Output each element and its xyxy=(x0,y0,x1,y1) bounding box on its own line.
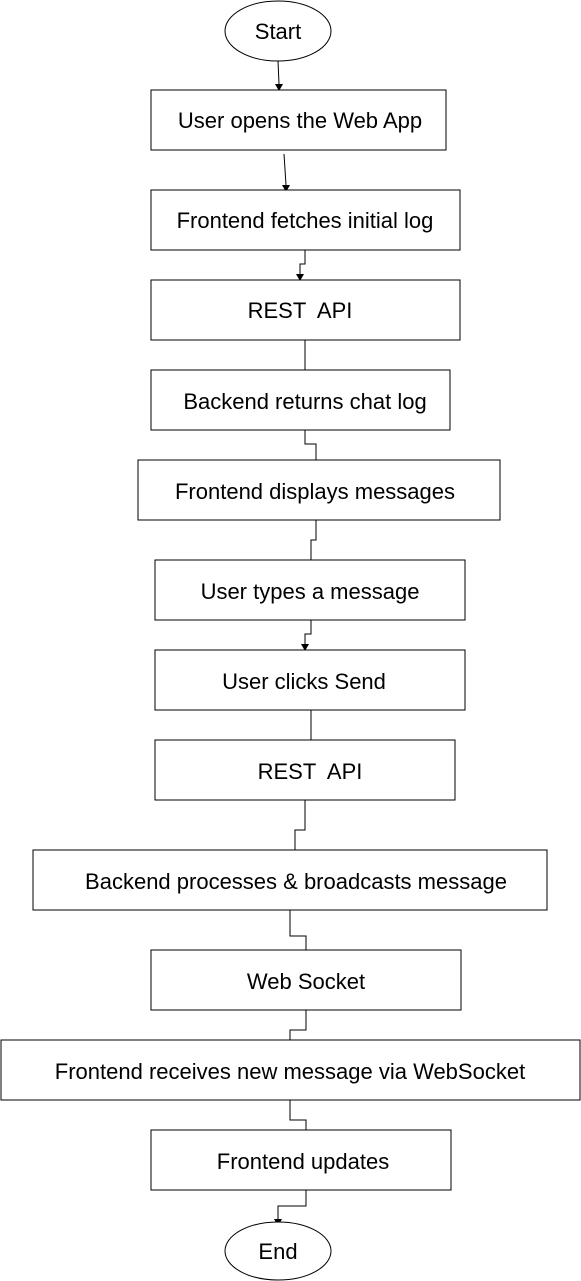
flow-step-return-log: Backend returns chat log xyxy=(150,369,451,431)
arrowhead xyxy=(296,274,304,281)
click-send-box xyxy=(154,649,466,711)
display-messages-label: Frontend displays messages xyxy=(175,479,455,504)
type-message-box xyxy=(154,559,466,621)
open-app-label: User opens the Web App xyxy=(178,108,422,133)
rest-api-1-label: REST API xyxy=(248,298,353,323)
arrowhead xyxy=(301,644,309,651)
edge-display-messages-to-type-message xyxy=(310,520,317,563)
receive-message-label: Frontend receives new message via WebSoc… xyxy=(55,1059,525,1084)
edge-web-socket-to-receive-message xyxy=(289,1010,307,1040)
rest-api-2-box xyxy=(154,739,456,801)
end-label: End xyxy=(258,1239,297,1264)
flow-step-type-message: User types a message xyxy=(154,559,466,621)
flow-step-rest-api-1: REST API xyxy=(150,279,461,341)
web-socket-label: Web Socket xyxy=(247,969,365,994)
end-terminator-shape xyxy=(224,1221,332,1281)
return-log-box xyxy=(150,369,451,431)
arrowhead xyxy=(282,185,290,192)
edge-receive-message-to-updates xyxy=(289,1100,307,1130)
flow-step-broadcast: Backend processes & broadcasts message xyxy=(32,849,548,911)
return-log-label: Backend returns chat log xyxy=(183,389,426,414)
rest-api-2-label: REST API xyxy=(258,759,363,784)
flow-step-updates: Frontend updates xyxy=(150,1129,452,1191)
fetch-log-label: Frontend fetches initial log xyxy=(177,208,434,233)
updates-label: Frontend updates xyxy=(217,1149,389,1174)
start-label: Start xyxy=(255,19,301,44)
edge-type-message-to-click-send xyxy=(304,620,312,644)
flow-step-click-send: User clicks Send xyxy=(154,649,466,711)
flow-end: End xyxy=(224,1221,332,1281)
flow-step-fetch-log: Frontend fetches initial log xyxy=(150,189,461,251)
fetch-log-box xyxy=(150,189,461,251)
edge-return-log-to-display-messages xyxy=(304,430,317,460)
web-socket-box xyxy=(150,949,462,1011)
broadcast-box xyxy=(32,849,548,911)
flow-step-open-app: User opens the Web App xyxy=(150,89,447,151)
flow-step-web-socket: Web Socket xyxy=(150,949,462,1011)
flow-step-rest-api-2: REST API xyxy=(154,739,456,801)
type-message-label: User types a message xyxy=(201,579,420,604)
edge-start-to-open-app xyxy=(277,60,280,85)
rest-api-1-box xyxy=(150,279,461,341)
updates-box xyxy=(150,1129,452,1191)
flow-step-receive-message: Frontend receives new message via WebSoc… xyxy=(0,1039,581,1101)
broadcast-label: Backend processes & broadcasts message xyxy=(85,869,507,894)
edge-updates-to-end xyxy=(277,1190,307,1219)
edge-rest-api-2-to-broadcast xyxy=(294,800,306,850)
connectors xyxy=(274,60,317,1226)
click-send-label: User clicks Send xyxy=(222,669,386,694)
receive-message-box xyxy=(0,1039,581,1101)
arrowhead xyxy=(275,84,283,91)
edge-open-app-to-fetch-log xyxy=(283,153,287,186)
flow-step-display-messages: Frontend displays messages xyxy=(137,459,501,521)
display-messages-box xyxy=(137,459,501,521)
edge-broadcast-to-web-socket xyxy=(289,910,307,950)
open-app-box xyxy=(150,89,447,151)
start-terminator-shape xyxy=(224,0,332,62)
edge-fetch-log-to-rest-api-1 xyxy=(299,250,306,274)
flow-start: Start xyxy=(224,0,332,62)
